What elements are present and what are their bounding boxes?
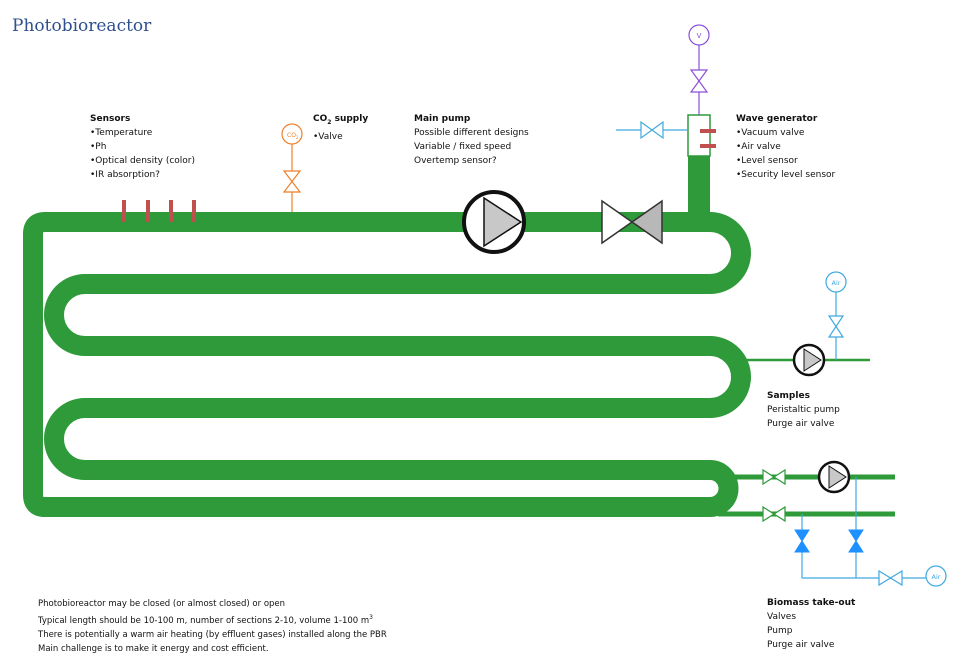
wave-generator-item: •Level sensor bbox=[736, 156, 798, 166]
svg-text:Air: Air bbox=[832, 279, 841, 287]
main-pump-label: Main pump Possible different designs Var… bbox=[414, 112, 529, 168]
samples-item: Peristaltic pump bbox=[767, 405, 840, 415]
co2-item: •Valve bbox=[313, 131, 343, 142]
samples-heading: Samples bbox=[767, 391, 810, 401]
air-valve-icon[interactable] bbox=[640, 120, 664, 140]
biomass-takeout-assembly: Air bbox=[718, 460, 947, 587]
main-pump-icon[interactable] bbox=[462, 190, 526, 254]
reactor-tube bbox=[23, 212, 751, 517]
purge-air-valve-icon[interactable] bbox=[827, 315, 845, 338]
main-pump-item: Overtemp sensor? bbox=[414, 156, 497, 166]
biomass-item: Pump bbox=[767, 626, 793, 636]
wave-generator-column bbox=[688, 156, 710, 216]
co2-supply-assembly: CO2 bbox=[281, 123, 303, 212]
biomass-item: Valves bbox=[767, 612, 797, 622]
note-line: Main challenge is to make it energy and … bbox=[38, 643, 269, 654]
takeout-purge-valve-1-icon[interactable] bbox=[794, 529, 810, 553]
wave-generator-label: Wave generator •Vacuum valve •Air valve … bbox=[736, 112, 835, 182]
sensors-heading: Sensors bbox=[90, 114, 131, 124]
sensor-item: •Temperature bbox=[90, 128, 153, 138]
takeout-valve-1-icon[interactable] bbox=[762, 468, 786, 486]
sensor-probes bbox=[122, 200, 196, 222]
main-pump-item: Possible different designs bbox=[414, 128, 529, 138]
main-pump-heading: Main pump bbox=[414, 114, 471, 124]
note-line: Typical length should be 10-100 m, numbe… bbox=[38, 614, 373, 626]
biomass-takeout-label: Biomass take-out Valves Pump Purge air v… bbox=[767, 596, 855, 652]
page-title: Photobioreactor bbox=[12, 16, 152, 36]
wave-generator-item: •Security level sensor bbox=[736, 170, 836, 180]
co2-valve-icon[interactable] bbox=[282, 170, 302, 193]
svg-text:V: V bbox=[697, 32, 702, 40]
main-valve-icon[interactable] bbox=[601, 199, 663, 245]
vacuum-symbol bbox=[688, 24, 710, 46]
svg-text:CO2: CO2 bbox=[287, 132, 299, 140]
wave-generator-item: •Vacuum valve bbox=[736, 128, 805, 138]
samples-assembly: Air bbox=[742, 271, 870, 377]
takeout-air-valve-icon[interactable] bbox=[878, 569, 903, 587]
wave-generator-item: •Air valve bbox=[736, 142, 781, 152]
peristaltic-pump-icon[interactable] bbox=[792, 343, 826, 377]
note-line: Photobioreactor may be closed (or almost… bbox=[38, 599, 286, 609]
sensor-item: •Ph bbox=[90, 142, 107, 152]
svg-text:Air: Air bbox=[932, 573, 941, 581]
sample-air-symbol bbox=[825, 271, 847, 293]
sensors-label: Sensors •Temperature •Ph •Optical densit… bbox=[90, 112, 195, 182]
vacuum-valve-icon[interactable] bbox=[689, 69, 709, 93]
takeout-air-symbol bbox=[925, 565, 947, 587]
notes-block: Photobioreactor may be closed (or almost… bbox=[38, 597, 387, 656]
note-line: There is potentially a warm air heating … bbox=[38, 629, 387, 640]
co2-supply-label: CO2 supply •Valve bbox=[313, 112, 368, 144]
biomass-item: Purge air valve bbox=[767, 640, 835, 650]
co2-supply-heading: CO2 supply bbox=[313, 114, 369, 126]
takeout-purge-valve-2-icon[interactable] bbox=[848, 529, 864, 553]
wave-generator-assembly: V bbox=[616, 24, 716, 216]
sensor-item: •IR absorption? bbox=[90, 170, 160, 180]
takeout-valve-2-icon[interactable] bbox=[762, 505, 786, 523]
biomass-heading: Biomass take-out bbox=[767, 598, 856, 608]
samples-item: Purge air valve bbox=[767, 419, 835, 429]
main-pump-item: Variable / fixed speed bbox=[414, 142, 512, 152]
samples-label: Samples Peristaltic pump Purge air valve bbox=[767, 389, 840, 431]
sensor-item: •Optical density (color) bbox=[90, 156, 196, 166]
takeout-pump-icon[interactable] bbox=[817, 460, 851, 494]
wave-generator-heading: Wave generator bbox=[736, 114, 818, 124]
